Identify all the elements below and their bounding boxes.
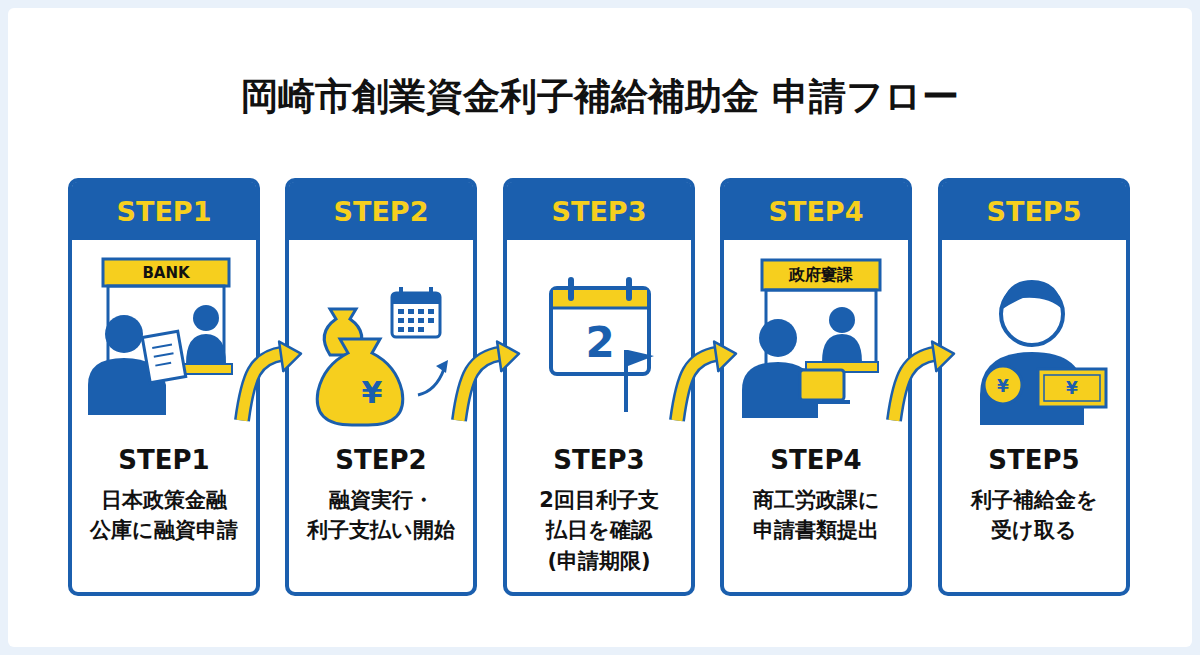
arrow-head: [932, 342, 954, 372]
arrow-head: [714, 342, 736, 372]
office-illustration-part: [822, 334, 862, 362]
receive-illustration-part: [1001, 280, 1063, 310]
flow-arrow: [894, 342, 954, 421]
step-header-text: STEP3: [552, 196, 647, 227]
bank-illustration-part: [142, 331, 185, 383]
bank-illustration-part: [105, 315, 143, 353]
money-illustration-part-part: [398, 309, 404, 314]
money-illustration-part: [418, 369, 444, 395]
arrow-body: [677, 354, 718, 421]
arrow-outline: [242, 354, 283, 421]
calendar-illustration-part: [551, 307, 649, 310]
step-header-text: STEP2: [334, 196, 429, 227]
money-illustration-part: [317, 339, 403, 425]
step-header: STEP5: [942, 182, 1126, 240]
office-illustration-part: [800, 370, 844, 400]
step-description: 融資実行・ 利子支払い開始: [295, 485, 467, 546]
money-illustration-part-part: [408, 318, 414, 323]
office-illustration-part: [829, 307, 855, 333]
arrow-head: [497, 342, 519, 372]
arrow-body: [459, 354, 501, 421]
step-header: STEP3: [507, 182, 691, 240]
receive-illustration-part: [984, 366, 1022, 404]
receive-illustration-part: [1038, 369, 1106, 407]
office-illustration-part: [762, 260, 880, 290]
flow-arrow: [677, 342, 736, 421]
money-illustration-part-part: [428, 318, 434, 323]
money-illustration-part: [392, 293, 440, 337]
arrow-outline: [459, 354, 501, 421]
receive-illustration-part: [1044, 375, 1100, 401]
money-illustration-part: [398, 309, 434, 332]
calendar-illustration-part: [553, 290, 647, 308]
step-header-text: STEP4: [769, 196, 864, 227]
step-number: STEP1: [72, 445, 256, 475]
illustration-label: ¥: [1066, 378, 1078, 398]
step-header: STEP2: [289, 182, 473, 240]
illustration-label: 2: [585, 318, 614, 367]
bank-illustration-part: [152, 344, 175, 365]
money-illustration-part-part: [418, 309, 424, 314]
step-card: STEP3STEP32回目利子支 払日を確認 (申請期限): [503, 178, 695, 596]
flow-arrow: [459, 342, 519, 421]
money-illustration-part-part: [408, 327, 414, 332]
step-card: STEP4STEP4商工労政課に 申請書類提出: [720, 178, 912, 596]
money-illustration-part-part: [398, 318, 404, 323]
illustration-label: ¥: [997, 376, 1009, 396]
money-illustration-part-part: [408, 309, 414, 314]
step-description: 2回目利子支 払日を確認 (申請期限): [513, 485, 685, 576]
step-header-text: STEP5: [987, 196, 1082, 227]
office-illustration: [742, 260, 880, 418]
step-header: STEP1: [72, 182, 256, 240]
receive-illustration: [980, 280, 1106, 425]
money-illustration: [317, 287, 448, 425]
step-description: 商工労政課に 申請書類提出: [730, 485, 902, 546]
money-illustration-part-part: [398, 327, 404, 332]
step-description: 日本政策金融 公庫に融資申請: [78, 485, 250, 546]
arrow-outline: [677, 354, 718, 421]
bank-illustration-part: [193, 305, 219, 331]
arrow-head: [279, 342, 301, 372]
money-illustration-part-part: [418, 318, 424, 323]
arrow-body: [242, 354, 283, 421]
money-illustration-part-part: [418, 327, 424, 332]
calendar-illustration-part: [624, 350, 628, 412]
calendar-illustration: [551, 280, 654, 412]
diagram-title: 岡崎市創業資金利子補給補助金 申請フロー: [0, 72, 1200, 122]
flow-arrow: [242, 342, 301, 421]
calendar-illustration-part: [571, 280, 629, 298]
bank-illustration-part: [103, 259, 229, 286]
step-number: STEP4: [724, 445, 908, 475]
illustration-space: [289, 240, 473, 445]
bank-illustration: [88, 259, 232, 415]
step-number: STEP3: [507, 445, 691, 475]
illustration-label: BANK: [142, 264, 189, 282]
money-illustration-part-part: [428, 309, 434, 314]
step-description: 利子補給金を 受け取る: [948, 485, 1120, 546]
step-card: STEP1STEP1日本政策金融 公庫に融資申請: [68, 178, 260, 596]
illustration-space: [942, 240, 1126, 445]
money-illustration-part: [401, 287, 431, 297]
illustration-label: ¥: [362, 375, 383, 410]
bank-illustration-part: [186, 334, 226, 364]
arrow-outline: [894, 354, 936, 421]
office-illustration-part: [794, 400, 850, 404]
step-card: STEP5STEP5利子補給金を 受け取る: [938, 178, 1130, 596]
money-illustration-part: [436, 360, 448, 373]
step-number: STEP5: [942, 445, 1126, 475]
calendar-illustration-part: [628, 350, 654, 366]
step-header-text: STEP1: [117, 196, 212, 227]
office-illustration-part: [759, 319, 797, 357]
arrow-body: [894, 354, 936, 421]
receive-illustration-part: [980, 352, 1084, 425]
illustration-label: 政府窶課: [789, 265, 853, 286]
step-header: STEP4: [724, 182, 908, 240]
step-number: STEP2: [289, 445, 473, 475]
